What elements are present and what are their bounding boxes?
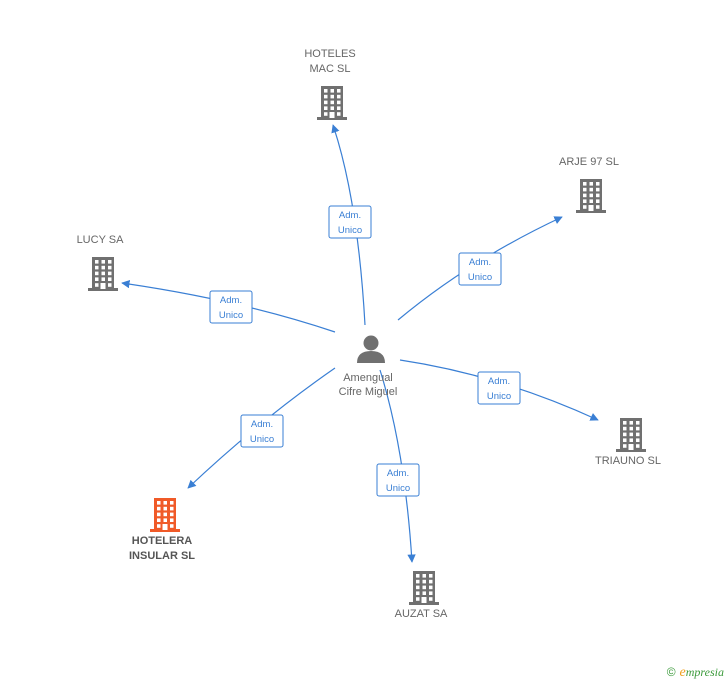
company-label[interactable]: INSULAR SL xyxy=(129,550,195,562)
building-icon[interactable] xyxy=(409,571,439,605)
edge-lucy: Adm. Unico xyxy=(121,279,336,333)
edge-label-box: Adm. Unico xyxy=(240,414,284,448)
edge-label-box: Adm. Unico xyxy=(328,205,372,239)
company-label[interactable]: ARJE 97 SL xyxy=(559,156,619,168)
edge-label-text: Unico xyxy=(219,310,243,321)
building-icon[interactable] xyxy=(150,498,180,532)
copyright-symbol: © xyxy=(666,665,676,679)
edge-hoteles-mac: Adm. Unico xyxy=(328,124,372,326)
building-icon[interactable] xyxy=(576,179,606,213)
edge-auzat: Adm. Unico xyxy=(376,369,420,563)
building-icon[interactable] xyxy=(88,257,118,291)
edge-arje-97: Adm. Unico xyxy=(397,216,563,321)
edge-label-frame xyxy=(477,371,521,405)
edge-label-box: Adm. Unico xyxy=(477,371,521,405)
person-label[interactable]: Amengual xyxy=(343,372,393,384)
edge-label-box: Adm. Unico xyxy=(209,290,253,324)
brand-initial: e xyxy=(679,665,686,680)
company-node-hoteles-mac[interactable]: HOTELES MAC SL xyxy=(304,48,356,120)
edge-triauno: Adm. Unico xyxy=(399,359,599,421)
edge-label-text: Adm. xyxy=(488,376,510,387)
company-label[interactable]: MAC SL xyxy=(310,63,351,75)
edge-hotelera-insular: Adm. Unico xyxy=(187,367,336,489)
company-node-triauno[interactable]: TRIAUNO SL xyxy=(595,418,661,467)
company-label[interactable]: AUZAT SA xyxy=(395,608,448,620)
edge-line xyxy=(379,369,416,563)
footer-brand: ©empresia xyxy=(667,665,724,681)
brand-name: mpresia xyxy=(685,665,724,679)
company-label[interactable]: LUCY SA xyxy=(77,234,125,246)
edge-label-frame xyxy=(328,205,372,239)
company-node-arje-97[interactable]: ARJE 97 SL xyxy=(559,156,619,213)
edge-label-text: Unico xyxy=(487,391,511,402)
company-label[interactable]: HOTELES xyxy=(304,48,355,60)
edge-label-frame xyxy=(458,252,502,286)
company-node-lucy[interactable]: LUCY SA xyxy=(77,234,125,291)
company-node-hotelera-insular[interactable]: HOTELERA INSULAR SL xyxy=(129,498,195,562)
edge-label-frame xyxy=(376,463,420,497)
edge-label-text: Unico xyxy=(468,272,492,283)
edge-label-text: Adm. xyxy=(469,257,491,268)
edge-label-text: Unico xyxy=(250,434,274,445)
edge-label-text: Unico xyxy=(386,483,410,494)
company-label[interactable]: HOTELERA xyxy=(132,535,193,547)
company-label[interactable]: TRIAUNO SL xyxy=(595,455,661,467)
edge-label-frame xyxy=(240,414,284,448)
edge-label-frame xyxy=(209,290,253,324)
edge-label-text: Adm. xyxy=(251,419,273,430)
edge-label-box: Adm. Unico xyxy=(458,252,502,286)
company-node-auzat[interactable]: AUZAT SA xyxy=(395,571,448,620)
edge-label-box: Adm. Unico xyxy=(376,463,420,497)
edge-label-text: Adm. xyxy=(220,295,242,306)
edge-label-text: Adm. xyxy=(339,210,361,221)
person-icon[interactable] xyxy=(357,335,385,364)
edge-label-text: Unico xyxy=(338,225,362,236)
person-label[interactable]: Cifre Miguel xyxy=(339,386,398,398)
building-icon[interactable] xyxy=(317,86,347,120)
building-icon[interactable] xyxy=(616,418,646,452)
edge-label-text: Adm. xyxy=(387,468,409,479)
